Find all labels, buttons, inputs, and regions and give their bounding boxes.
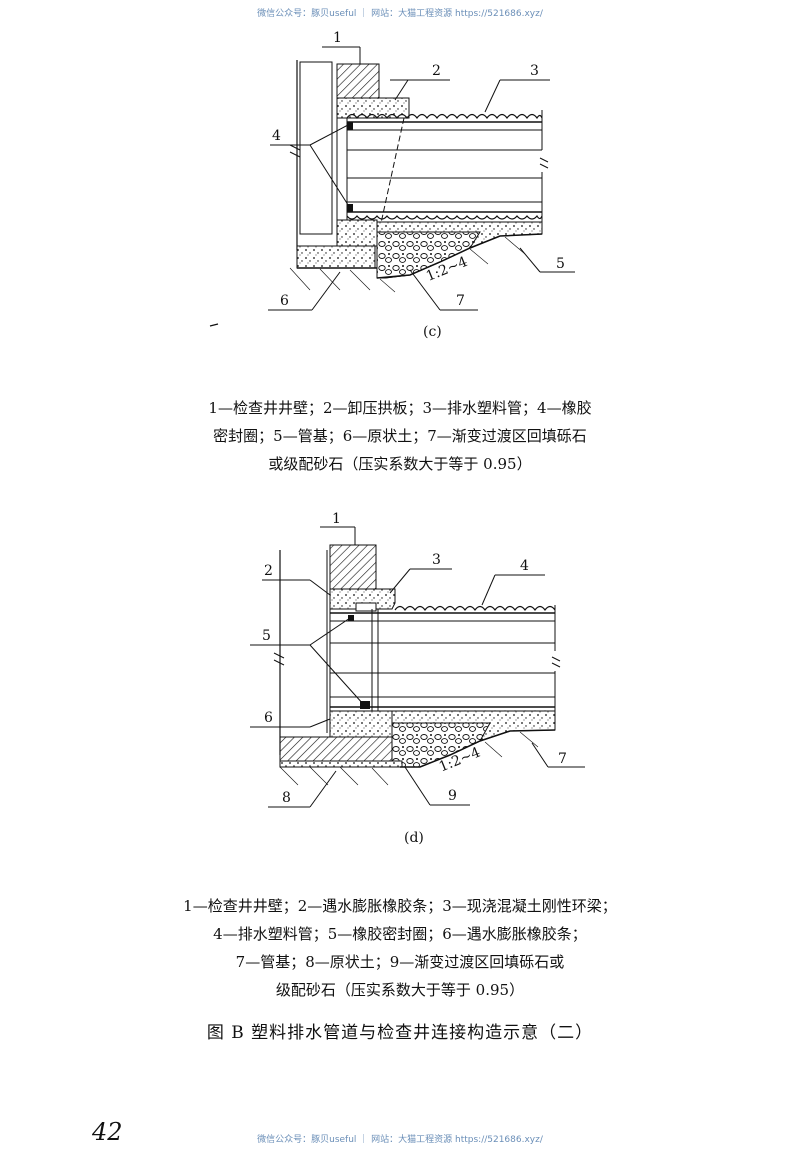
callout-d-9: 9 xyxy=(448,788,457,804)
caption-d-line-1: 1—检查井井壁；2—遇水膨胀橡胶条；3—现浇混凝土刚性环梁； xyxy=(183,897,617,915)
concrete-ring-beam-d xyxy=(329,588,396,713)
callout-d-7: 7 xyxy=(558,751,567,767)
figure-title: 图 B 塑料排水管道与检查井连接构造示意（二） xyxy=(206,1023,594,1043)
caption-c-line-2: 密封圈；5—管基；6—原状土；7—渐变过渡区回填砾石 xyxy=(213,427,587,445)
diagram-d: 1:2~4 1 2 3 4 5 6 7 8 9 xyxy=(250,511,585,808)
arch-plate-c xyxy=(336,97,410,119)
callout-c-4: 4 xyxy=(272,128,281,144)
caption-d-line-3: 7—管基；8—原状土；9—渐变过渡区回填砾石或 xyxy=(235,953,565,971)
callout-c-5: 5 xyxy=(556,256,565,272)
well-wall-d xyxy=(273,544,377,755)
caption-c-line-3: 或级配砂石（压实系数大于等于 0.95） xyxy=(268,455,532,473)
callout-c-3: 3 xyxy=(530,63,539,79)
well-wall-c xyxy=(289,60,380,250)
callout-c-1: 1 xyxy=(333,30,342,46)
callouts-d: 1 2 3 4 5 6 7 8 9 xyxy=(250,511,585,808)
watermark-top: 微信公众号：豚贝useful ｜ 网站：大猫工程资源 https://52168… xyxy=(257,9,543,19)
diagram-c: 1:2~4 1 2 3 4 5 6 7 xyxy=(209,30,575,327)
callouts-c: 1 2 3 4 5 6 7 xyxy=(268,30,575,311)
callout-d-1: 1 xyxy=(332,511,341,527)
watermark-bottom: 微信公众号：豚贝useful ｜ 网站：大猫工程资源 https://52168… xyxy=(257,1135,543,1145)
callout-c-7: 7 xyxy=(456,293,465,309)
caption-c-line-1: 1—检查井井壁；2—卸压拱板；3—排水塑料管；4—橡胶 xyxy=(208,399,592,417)
callout-d-6: 6 xyxy=(264,710,273,726)
callout-d-2: 2 xyxy=(264,563,273,579)
caption-d-line-4: 级配砂石（压实系数大于等于 0.95） xyxy=(275,981,525,999)
callout-c-6: 6 xyxy=(280,293,289,309)
caption-d-line-2: 4—排水塑料管；5—橡胶密封圈；6—遇水膨胀橡胶条； xyxy=(213,925,587,943)
caption-d: 1—检查井井壁；2—遇水膨胀橡胶条；3—现浇混凝土刚性环梁； 4—排水塑料管；5… xyxy=(0,892,800,1004)
page-number: 42 xyxy=(92,1118,123,1146)
callout-d-4: 4 xyxy=(520,558,529,574)
caption-c: 1—检查井井壁；2—卸压拱板；3—排水塑料管；4—橡胶 密封圈；5—管基；6—原… xyxy=(0,394,800,478)
sublabel-d: (d) xyxy=(404,830,424,846)
callout-c-2: 2 xyxy=(432,63,441,79)
callout-d-3: 3 xyxy=(432,552,441,568)
pipe-base-c: 1:2~4 xyxy=(289,219,543,293)
callout-d-5: 5 xyxy=(262,628,271,644)
sublabel-c: (c) xyxy=(423,324,442,340)
callout-d-8: 8 xyxy=(282,790,291,806)
